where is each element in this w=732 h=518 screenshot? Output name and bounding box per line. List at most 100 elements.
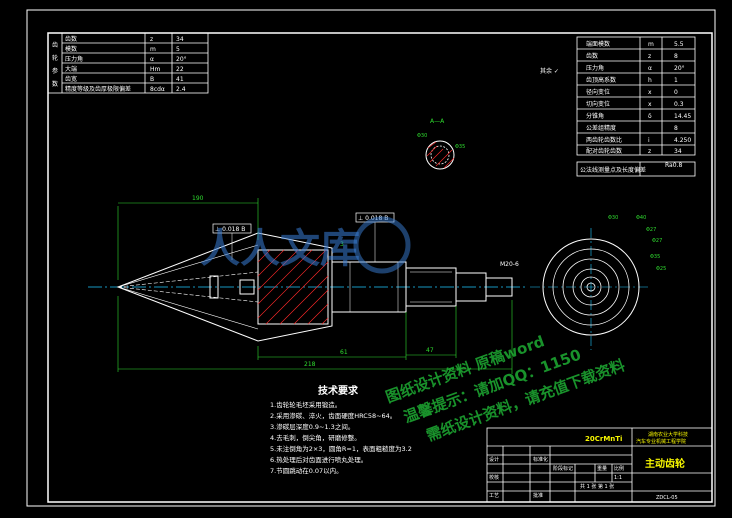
table-side-label: 轮 [52,54,58,62]
param-symbol: α [150,56,154,63]
requirement-item: 2.采用渗碳、淬火，齿面硬度HRC58~64。 [270,411,396,420]
param-symbol: m [150,46,156,53]
tb-label: 设计 [489,456,499,463]
tb-label: 阶段标记 [553,465,573,472]
tb-label: 比例 [614,465,624,472]
tb-label: 标准化 [533,456,548,463]
dimension-value: 3 [340,241,344,248]
param-name: 齿宽 [65,75,77,83]
param-name: 模数 [65,45,77,53]
sheet-border [26,9,716,507]
table-side-label: 参 [52,67,58,75]
end-view-dim: Φ30 [608,215,618,221]
requirement-item: 3.渗碳层深度0.9~1.3之间。 [270,422,354,431]
param-name: 压力角 [586,64,604,72]
gdt-text: ⊥ 0.018 B [215,226,245,233]
roughness-symbol-label: Ra0.8 [665,162,682,169]
param-name: 径向变位 [586,88,610,96]
param-name: 两齿轮齿数比 [586,136,622,144]
watermark: 人人文库 图纸设计资料 原稿word 温馨提示：请加QQ：1150 需纸设计资料… [200,216,627,445]
param-value: 8 [674,125,678,132]
section-label: A—A [430,118,445,125]
sheet-count: 共 1 张 第 1 张 [580,483,614,490]
title-block: 20CrMnTi 湖南农业大学科技 汽车专业机械工程学院 主动齿轮 ZDCL-0… [486,427,713,503]
dimension-value: 47 [426,347,434,354]
param-value: 34 [674,148,682,155]
section-view-a-a: A—A Φ30 Φ35 [417,118,465,170]
param-name: 切向变位 [586,100,610,108]
param-symbol: B [150,76,154,83]
pinion-main-view [116,232,513,342]
dimension-value: 218 [304,361,316,368]
requirement-item: 6.热处理后对齿面进行喷丸处理。 [270,455,367,464]
param-symbol: i [648,137,650,144]
param-name: 公差组精度 [586,124,616,132]
dimension-lines [117,198,513,374]
param-value: 4.250 [674,137,691,144]
scale-value: 1:1 [614,475,622,481]
part-name: 主动齿轮 [645,457,685,470]
param-name: 端面模数 [586,40,610,48]
school-name: 湖南农业大学科技 汽车专业机械工程学院 [636,431,690,445]
param-value: 22 [176,66,184,73]
dimension-value: 190 [192,195,204,202]
param-value: 41 [176,76,184,83]
param-value: 5.5 [674,41,684,48]
param-name: 分锥角 [586,112,604,120]
table-side-label: 数 [52,80,58,88]
param-value: 0.3 [674,101,684,108]
param-name: 配对齿轮齿数 [586,147,622,155]
param-symbol: z [150,36,153,43]
param-symbol: z [648,148,651,155]
param-name: 齿顶高系数 [586,76,616,84]
param-value: 5 [176,46,180,53]
requirement-item: 4.去毛刺，倒尖角，研磨修整。 [270,433,361,442]
gear-parameter-table: 齿 轮 参 数 齿数 z 34 模数 m 5 压力角 α 20° 大端 Hm 2… [47,32,209,94]
end-view-dim: Φ35 [650,254,660,260]
material-label: 20CrMnTi [585,435,622,443]
param-value: 2.4 [176,86,186,93]
watermark-brand: 人人文库 [200,226,360,272]
param-symbol: x [648,89,652,96]
param-symbol: Hm [150,66,161,73]
end-view-dim: Φ40 [636,215,646,221]
section-dim: Φ35 [455,144,465,150]
requirement-item: 1.齿轮轮毛坯采用锻造。 [270,400,341,409]
end-view-dim: Φ25 [656,266,666,272]
param-name: 大端 [65,65,77,73]
requirement-item: 5.未注倒角为2×3，圆角R=1，表面粗糙度为3.2 [270,444,412,453]
technical-requirements: 技术要求 1.齿轮轮毛坯采用锻造。 2.采用渗碳、淬火，齿面硬度HRC58~64… [270,384,412,475]
dimension-value: 61 [340,349,348,356]
param-value: 1 [674,77,678,84]
param-name: 压力角 [65,55,83,63]
param-symbol: δ [648,113,652,120]
tb-label: 重量 [597,465,607,472]
roughness-note: 其余 ✓ [540,67,559,75]
param-symbol: α [648,65,652,72]
end-view-dim: Φ27 [652,238,662,244]
param-value: 14.45 [674,113,691,120]
tb-label: 校核 [489,474,499,481]
param-name: 齿数 [586,52,598,60]
section-dim: Φ30 [417,133,427,139]
pinion-parameter-table: 端面模数 m 5.5 齿数 z 8 压力角 α 20° 齿顶高系数 h 1 径向… [576,36,696,177]
drawing-number: ZDCL-05 [656,495,678,501]
param-name: 精度等级及齿厚极限偏差 [65,85,131,93]
section-hatching [257,249,329,325]
param-symbol: h [648,77,652,84]
watermark-logo [353,216,411,274]
param-value: 0 [674,89,678,96]
pinion-end-view [530,228,650,350]
end-view-dim: Φ27 [646,227,656,233]
param-value: 8 [674,53,678,60]
requirements-title: 技术要求 [318,384,359,397]
param-symbol: z [648,53,651,60]
param-symbol: 8cdα [150,86,165,93]
param-symbol: m [648,41,654,48]
tb-label: 工艺 [489,493,499,499]
param-value: 34 [176,36,184,43]
param-symbol: x [648,101,652,108]
thread-label: M20-6 [500,261,519,268]
table-footer: 公法线测量点及长度偏差 [580,166,646,174]
param-name: 齿数 [65,35,77,43]
